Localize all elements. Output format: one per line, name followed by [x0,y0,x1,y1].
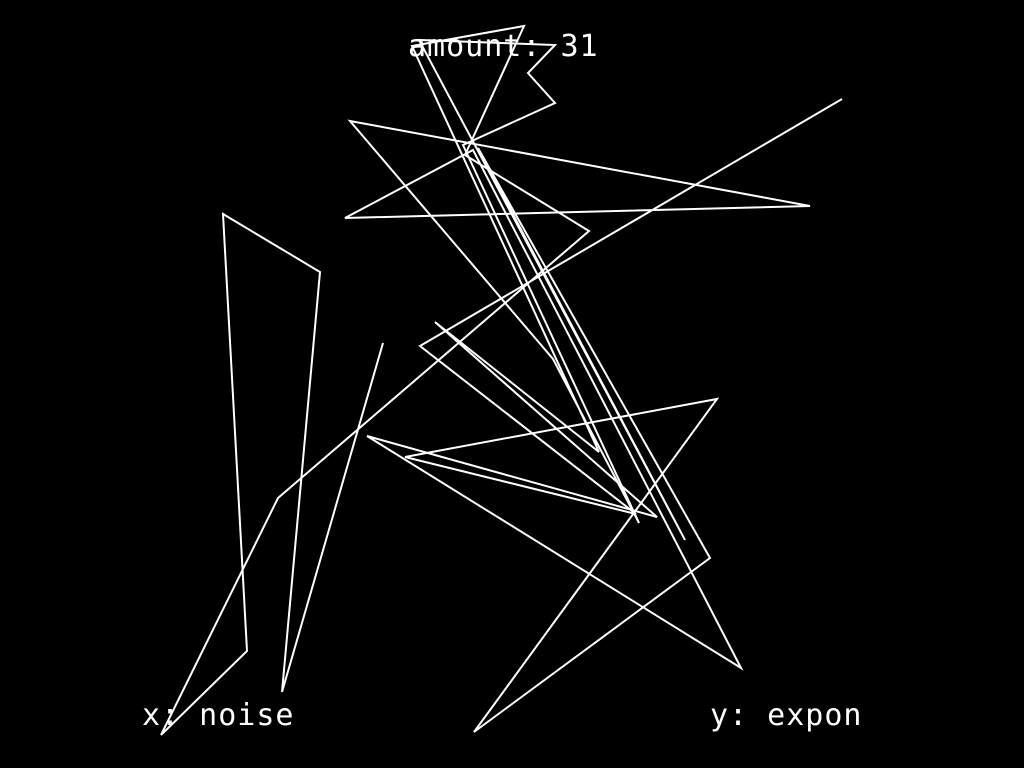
amount-readout: amount: 31 [408,29,599,64]
x-distribution-label: x: noise [142,698,295,733]
scribble-polyline [160,24,843,736]
y-distribution-label: y: expon [710,698,863,733]
